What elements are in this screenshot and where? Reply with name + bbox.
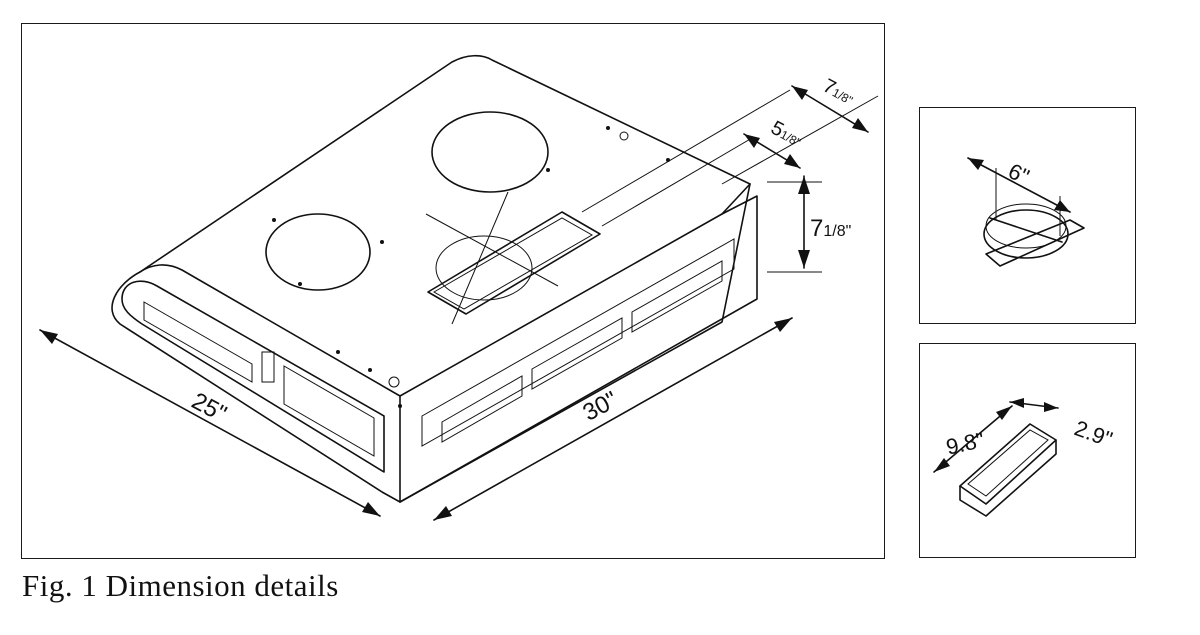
round-duct-panel: 6" <box>919 107 1136 324</box>
dim-line-depth <box>39 329 381 517</box>
rect-duct-drawing: 9.8" 2.9" <box>933 398 1116 517</box>
dim-label-round-duct: 6" <box>1004 158 1033 189</box>
side-grille <box>421 238 735 447</box>
fan-opening-left <box>265 213 371 291</box>
dim-label-top-offset: 71/8" <box>819 75 858 109</box>
fan-opening-right <box>431 111 549 193</box>
dim-label-inner-offset: 51/8" <box>767 117 806 151</box>
figure-caption: Fig. 1 Dimension details <box>22 568 339 603</box>
dim-line-width <box>433 317 793 521</box>
front-grille-outline <box>121 280 385 473</box>
rect-duct-panel: 9.8" 2.9" <box>919 343 1136 558</box>
dim-label-rect-width: 2.9" <box>1071 415 1116 452</box>
dim-label-width: 30" <box>578 386 622 426</box>
rect-duct-collar <box>427 211 601 315</box>
dim-label-rect-length: 9.8" <box>944 427 987 459</box>
range-hood-drawing: 25" 30" 71/8" 71/8" 51/8" <box>39 54 879 521</box>
main-drawing-panel: 25" 30" 71/8" 71/8" 51/8" <box>21 23 885 559</box>
dim-line-round-duct <box>967 157 1071 213</box>
dim-line-rect-length <box>933 405 1013 473</box>
dim-label-height: 71/8" <box>810 215 851 242</box>
round-duct-drawing: 6" <box>967 157 1085 267</box>
hood-top-outline <box>111 54 751 503</box>
dim-label-depth: 25" <box>187 387 231 427</box>
